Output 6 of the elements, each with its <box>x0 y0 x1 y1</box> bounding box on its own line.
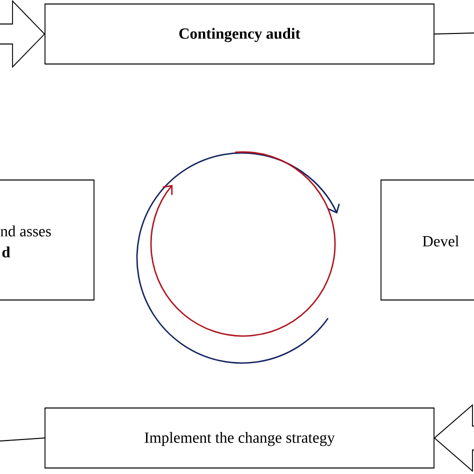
connector-line <box>0 438 45 442</box>
process-box: nd asses d <box>0 180 94 300</box>
process-box: Contingency audit <box>44 4 434 64</box>
process-box: Devel <box>380 180 474 300</box>
connector-line <box>434 32 474 34</box>
process-box: Implement the change strategy <box>44 408 434 468</box>
